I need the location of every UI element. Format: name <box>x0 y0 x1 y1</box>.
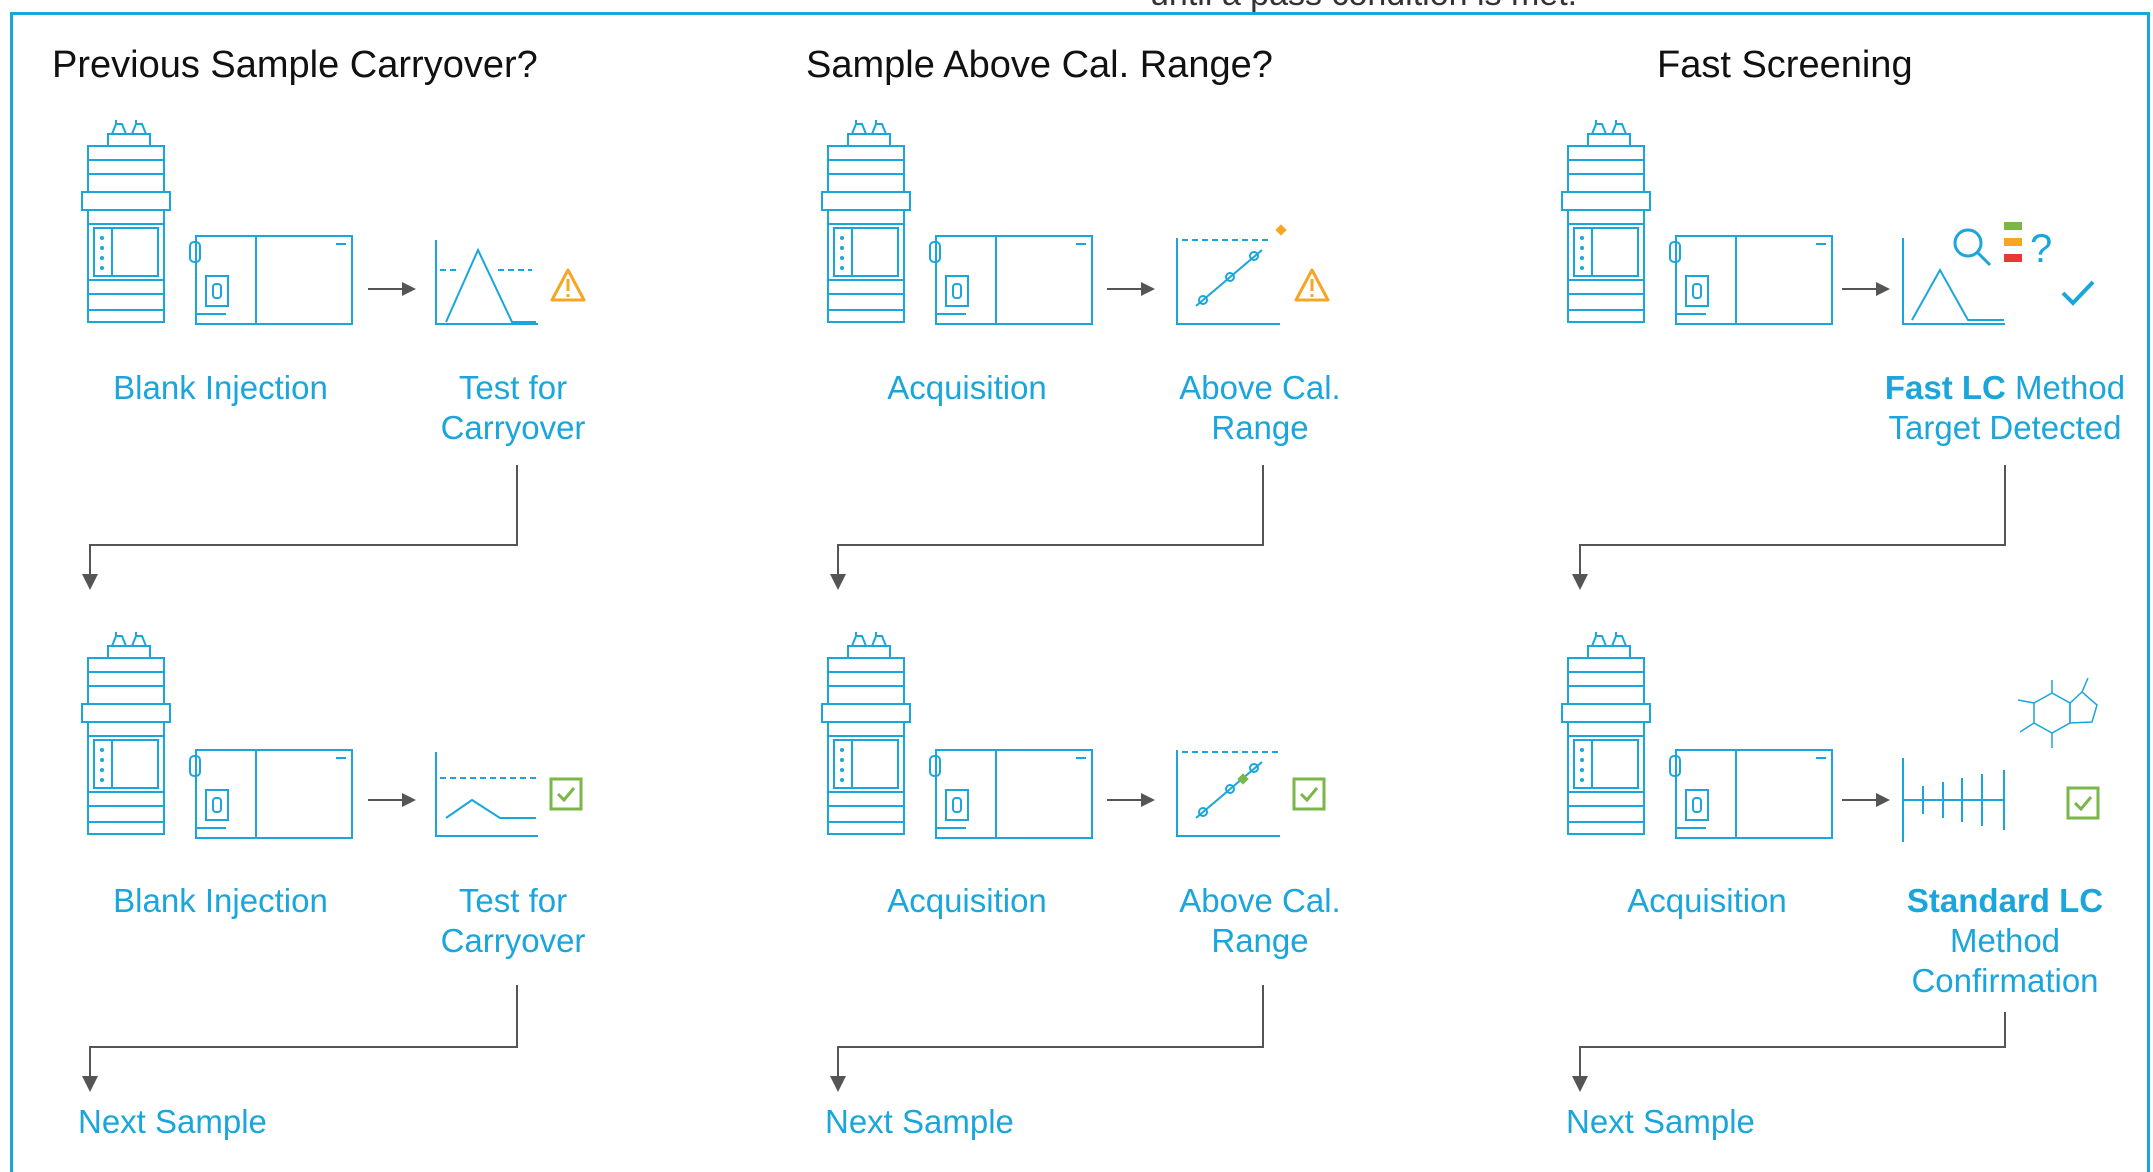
col1-top-lc-stack-icon <box>81 119 171 323</box>
col2-down-arrow-icon <box>830 574 846 590</box>
col2-top-arrow-icon <box>1106 281 1156 297</box>
col3-top-right-label: Fast LC Method Target Detected <box>1884 369 2126 446</box>
col3-top-ms-icon <box>1669 235 1833 325</box>
col1-next-sample: Next Sample <box>78 1103 267 1140</box>
col2-bottom-inrange-point <box>1237 773 1249 785</box>
col2-top-outlier-point <box>1275 224 1287 236</box>
col3-molecule-icon <box>2017 677 2098 748</box>
col2-next-arrow-icon <box>830 1076 846 1092</box>
col1-bottom-check-icon <box>549 777 583 811</box>
col3-bottom-left-label: Acquisition <box>1627 882 1787 919</box>
col1-top-warning-icon <box>550 268 586 302</box>
col3-top-level-bars-icon <box>2004 222 2022 262</box>
col2-bottom-right-label: Above Cal.Range <box>1179 882 1341 959</box>
col2-top-ms-icon <box>929 235 1093 325</box>
col3-top-search-icon <box>1953 228 1992 267</box>
col1-top-arrow-icon <box>367 281 417 297</box>
col2-bottom-check-icon <box>1292 777 1326 811</box>
col2-next-sample: Next Sample <box>825 1103 1014 1140</box>
col3-bottom-arrow-icon <box>1841 792 1891 808</box>
col2-top-warning-icon <box>1294 268 1330 302</box>
title-carryover: Previous Sample Carryover? <box>52 44 538 86</box>
col1-top-left-label: Blank Injection <box>113 369 328 406</box>
col1-connector-1 <box>89 465 518 574</box>
col3-connector-2 <box>1579 1012 2006 1076</box>
col2-bottom-calibration-icon <box>1176 750 1280 837</box>
col2-top-right-label: Above Cal.Range <box>1179 369 1341 446</box>
col3-bottom-check-icon <box>2066 786 2100 820</box>
col1-top-chromatogram-icon <box>435 240 538 325</box>
col1-next-arrow-icon <box>82 1076 98 1092</box>
col2-connector-2 <box>837 985 1264 1076</box>
col3-bottom-ms-icon <box>1669 749 1833 839</box>
col2-top-left-label: Acquisition <box>887 369 1047 406</box>
col1-connector-2 <box>89 985 518 1076</box>
col1-bottom-chromatogram-icon <box>435 752 538 837</box>
col1-bottom-lc-stack-icon <box>81 631 171 835</box>
col3-top-question-icon: ? <box>2030 227 2052 271</box>
diagram-frame <box>10 12 2150 1172</box>
title-fast-screening: Fast Screening <box>1657 44 1913 86</box>
col3-down-arrow-icon <box>1572 574 1588 590</box>
col2-bottom-left-label: Acquisition <box>887 882 1047 919</box>
col1-bottom-arrow-icon <box>367 792 417 808</box>
caption-text: until a pass condition is met. <box>1150 0 1577 14</box>
col2-top-lc-stack-icon <box>821 119 911 323</box>
title-above-cal: Sample Above Cal. Range? <box>806 44 1273 86</box>
col1-bottom-left-label: Blank Injection <box>113 882 328 919</box>
col3-bottom-lc-stack-icon <box>1561 631 1651 835</box>
col1-top-ms-icon <box>189 235 353 325</box>
col2-top-calibration-icon <box>1176 238 1280 325</box>
col3-top-arrow-icon <box>1841 281 1891 297</box>
col3-top-lc-stack-icon <box>1561 119 1651 323</box>
col3-bottom-right-label: Standard LC Method Confirmation <box>1906 882 2104 999</box>
col1-bottom-ms-icon <box>189 749 353 839</box>
col3-connector-1 <box>1579 465 2006 574</box>
col3-next-sample: Next Sample <box>1566 1103 1755 1140</box>
col1-down-arrow-icon <box>82 574 98 590</box>
col2-bottom-ms-icon <box>929 749 1093 839</box>
col3-bottom-spectrum-icon <box>1902 758 2005 842</box>
col3-top-checkmark-icon <box>2061 280 2095 306</box>
col2-connector-1 <box>837 465 1264 574</box>
col3-top-chromatogram-icon <box>1902 238 2005 325</box>
col2-bottom-lc-stack-icon <box>821 631 911 835</box>
col3-next-arrow-icon <box>1572 1076 1588 1092</box>
col2-bottom-arrow-icon <box>1106 792 1156 808</box>
